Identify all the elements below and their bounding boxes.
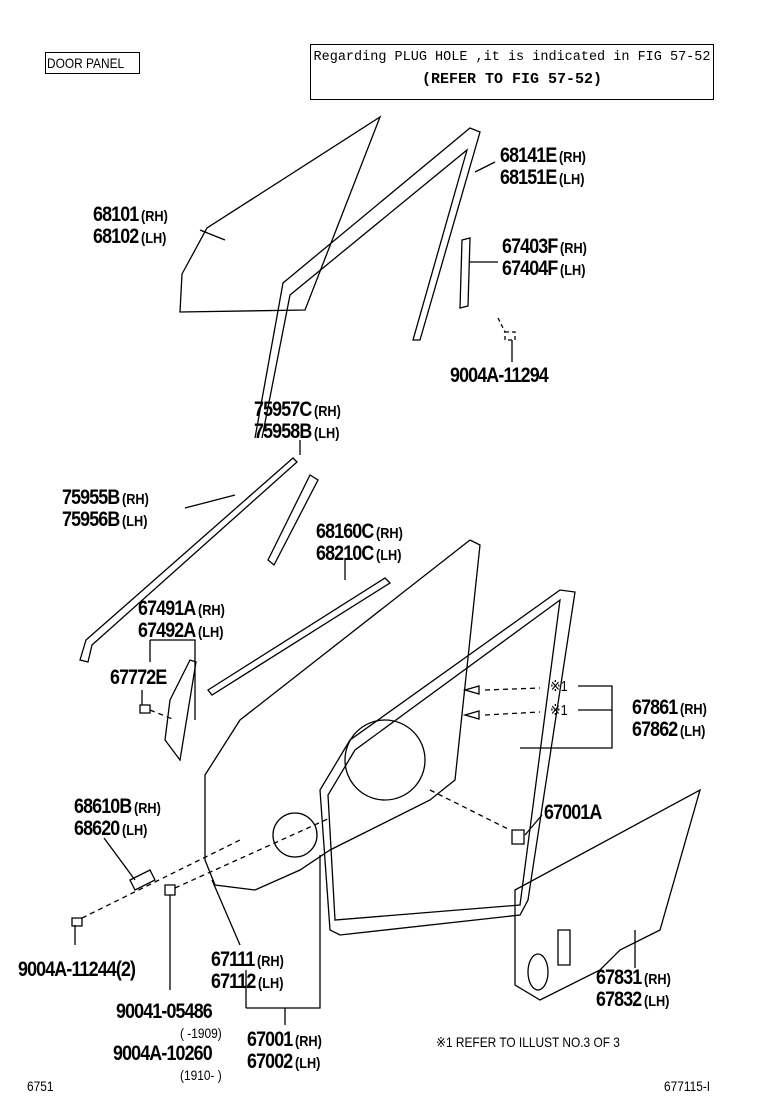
part-9004A-11294[interactable]: 9004A-11294 xyxy=(450,364,549,387)
part-68151E[interactable]: 68151E(LH) xyxy=(500,166,585,189)
range-1: ( -1909) xyxy=(179,1025,222,1041)
bolts xyxy=(71,704,176,927)
outer-belt-moulding xyxy=(79,457,298,663)
part-68160C[interactable]: 68160C(RH) xyxy=(316,520,403,543)
part-68620[interactable]: 68620(LH) xyxy=(74,817,148,840)
plug-hole-note: Regarding PLUG HOLE ,it is indicated in … xyxy=(310,44,714,100)
section-label-door-panel: DOOR PANEL xyxy=(45,52,140,74)
glass-run-channel xyxy=(254,127,481,439)
label-door-panel-sub: 67111(RH) 67112(LH) xyxy=(211,948,297,994)
door-weatherstrip xyxy=(319,589,576,936)
part-67831[interactable]: 67831(RH) xyxy=(596,966,671,989)
part-75955B[interactable]: 75955B(RH) xyxy=(62,486,149,509)
page-code: 6751 xyxy=(27,1078,54,1094)
rear-channel-trim xyxy=(267,474,319,567)
label-door-weatherstrip: 67861(RH) 67862(LH) xyxy=(632,696,720,742)
footnote: ※1 REFER TO ILLUST NO.3 OF 3 xyxy=(436,1034,620,1050)
door-shell xyxy=(204,539,481,891)
door-check xyxy=(129,869,156,891)
ref-mark-1: ※1 xyxy=(550,678,568,695)
part-67001A[interactable]: 67001A xyxy=(544,801,602,824)
illustration-code: 677115-I xyxy=(664,1078,711,1094)
part-67002[interactable]: 67002(LH) xyxy=(247,1050,321,1073)
label-front-cover: 67491A(RH) 67492A(LH) xyxy=(138,597,240,643)
part-67403F[interactable]: 67403F(RH) xyxy=(502,235,587,258)
note-line-1: Regarding PLUG HOLE ,it is indicated in … xyxy=(313,50,711,65)
ref-mark-2: ※1 xyxy=(550,702,568,719)
bolt-11294 xyxy=(497,317,516,341)
window-regulator-rail xyxy=(459,237,471,309)
part-67772E[interactable]: 67772E xyxy=(110,666,167,689)
part-68101[interactable]: 68101(RH) xyxy=(93,203,168,226)
part-68210C[interactable]: 68210C(LH) xyxy=(316,542,402,565)
part-68141E[interactable]: 68141E(RH) xyxy=(500,144,586,167)
front-cover-trim xyxy=(164,659,197,762)
part-67112[interactable]: 67112(LH) xyxy=(211,970,284,993)
part-67491A[interactable]: 67491A(RH) xyxy=(138,597,225,620)
speaker-hole xyxy=(344,719,426,801)
part-9004A-10260[interactable]: 9004A-10260 xyxy=(112,1042,213,1065)
label-screws: 90041-05486 ( -1909) 9004A-10260 (1910- … xyxy=(111,1000,229,1086)
part-67404F[interactable]: 67404F(LH) xyxy=(502,257,586,280)
range-2: (1910- ) xyxy=(179,1067,222,1083)
note-line-2: (REFER TO FIG 57-52) xyxy=(421,71,603,88)
label-glass-run: 68141E(RH) 68151E(LH) xyxy=(500,144,601,190)
door-glass xyxy=(179,115,382,313)
part-67862[interactable]: 67862(LH) xyxy=(632,718,706,741)
label-belt-moulding: 75955B(RH) 75956B(LH) xyxy=(62,486,164,532)
part-68610B[interactable]: 68610B(RH) xyxy=(74,795,161,818)
label-glass: 68101(RH) 68102(LH) xyxy=(93,203,181,249)
inner-weatherstrip xyxy=(207,577,392,696)
dashed-fastener-lines xyxy=(81,687,541,919)
label-inner-weatherstrip: 68160C(RH) 68210C(LH) xyxy=(316,520,418,566)
label-rail: 67403F(RH) 67404F(LH) xyxy=(502,235,602,281)
stopper-cushion xyxy=(511,829,525,845)
label-channel-trim: 75957C(RH) 75958B(LH) xyxy=(254,398,356,444)
part-67492A[interactable]: 67492A(LH) xyxy=(138,619,224,642)
plug-holes xyxy=(462,685,480,720)
part-67832[interactable]: 67832(LH) xyxy=(596,988,670,1011)
part-68102[interactable]: 68102(LH) xyxy=(93,225,167,248)
label-door-panel: 67001(RH) 67002(LH) xyxy=(247,1028,335,1074)
part-9004A-11244[interactable]: 9004A-11244(2) xyxy=(18,958,136,981)
label-door-check: 68610B(RH) 68620(LH) xyxy=(74,795,176,841)
service-hole-cover xyxy=(514,788,702,1001)
part-75956B[interactable]: 75956B(LH) xyxy=(62,508,148,531)
leader-lines xyxy=(74,161,636,1025)
part-75958B[interactable]: 75958B(LH) xyxy=(254,420,340,443)
part-67111[interactable]: 67111(RH) xyxy=(211,948,284,971)
part-67861[interactable]: 67861(RH) xyxy=(632,696,707,719)
part-67001[interactable]: 67001(RH) xyxy=(247,1028,322,1051)
part-75957C[interactable]: 75957C(RH) xyxy=(254,398,341,421)
part-90041-05486[interactable]: 90041-05486 xyxy=(116,1000,213,1023)
label-service-cover: 67831(RH) 67832(LH) xyxy=(596,966,684,1012)
